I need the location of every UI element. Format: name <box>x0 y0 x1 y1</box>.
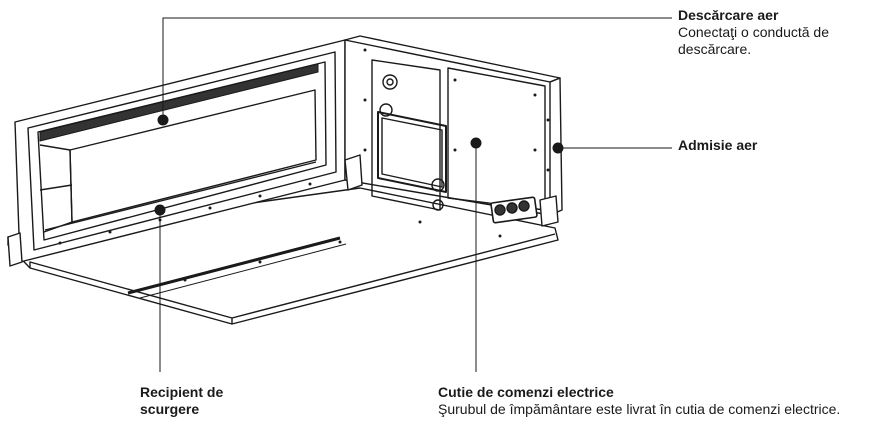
label-air-discharge: Descărcare aer Conectaţi o conductă de d… <box>678 7 888 58</box>
label-electrical-box-desc: Şurubul de împământare este livrat în cu… <box>438 401 841 417</box>
label-air-intake: Admisie aer <box>678 137 878 154</box>
leader-discharge <box>162 17 672 120</box>
screws <box>58 48 550 282</box>
label-drain-pan: Recipient de scurgere <box>140 384 280 418</box>
label-air-discharge-title: Descărcare aer <box>678 7 779 23</box>
label-air-discharge-desc: Conectaţi o conductă de descărcare. <box>678 24 829 57</box>
label-electrical-box: Cutie de comenzi electrice Şurubul de îm… <box>438 384 894 418</box>
label-drain-pan-title: Recipient de scurgere <box>140 384 224 417</box>
label-air-intake-title: Admisie aer <box>678 137 758 153</box>
label-electrical-box-title: Cutie de comenzi electrice <box>438 384 614 400</box>
